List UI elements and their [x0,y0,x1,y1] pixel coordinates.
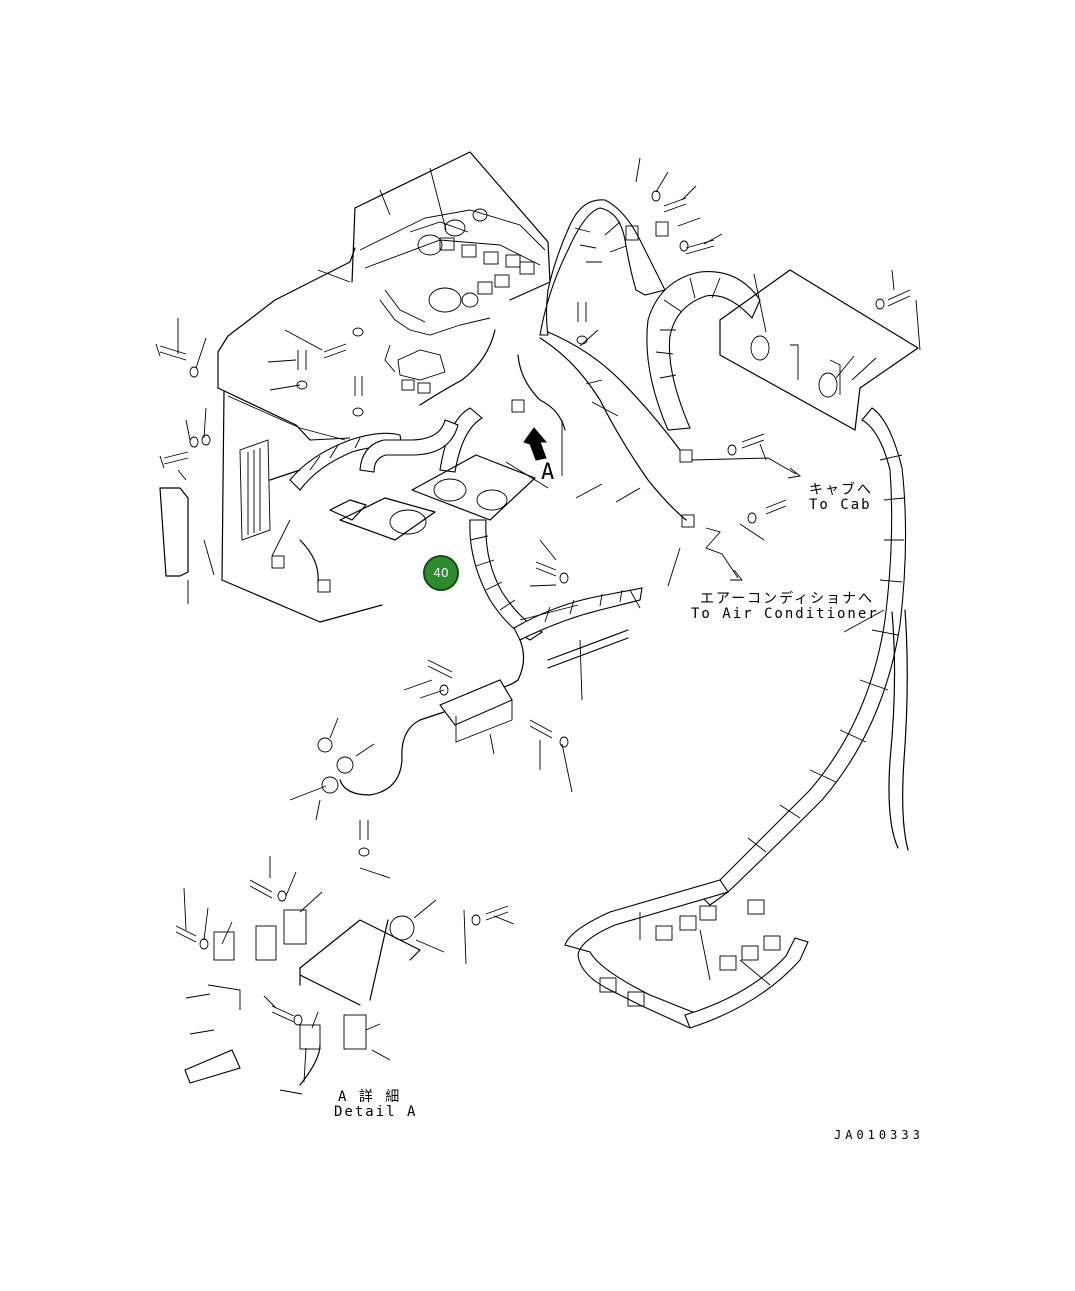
bolt-icon [155,343,187,361]
washer-icon [358,847,370,857]
washer-icon [559,572,569,584]
destination-arrows [691,457,802,581]
control-box [351,151,551,394]
bolt-icon [887,289,911,307]
bolt-icon [685,239,715,255]
bottom-harness [564,879,809,1029]
leader-lines [177,157,921,1095]
bolt-icon [485,905,509,921]
bolt-icon [359,820,369,840]
bolt-icon [741,433,765,449]
to-ac-label-en: To Air Conditioner [691,606,879,622]
washer-icon [651,190,661,202]
washer-icon [576,335,588,345]
bolt-icon [159,451,189,469]
detail-a-label-en: Detail A [334,1104,418,1120]
bolt-icon [577,302,587,322]
washer-icon [189,366,199,378]
washer-icon [727,444,737,456]
bolt-icon [765,499,787,515]
to-cab-label-en: To Cab [809,497,872,513]
bolt-icon [529,719,553,739]
connector-icon [679,449,693,463]
to-cab-label-jp: キャブへ [809,482,873,498]
main-harness [289,199,909,906]
connector-icon [655,221,669,237]
view-a-label: A [541,460,557,485]
washer-icon [293,1014,303,1026]
washer-icon [352,407,364,417]
connector-icon [681,514,695,528]
bolt-icon [297,350,307,370]
washer-icon [201,434,211,446]
cab-bracket [719,269,919,431]
lower-left-assembly [159,439,331,593]
detail-a-group [184,909,421,1086]
washer-icon [471,914,481,926]
connector-icon [511,399,525,413]
washer-icon [296,380,308,390]
bolt-icon [249,879,273,899]
washer-icon [679,240,689,252]
part-40-label: 40 [433,566,449,580]
view-direction-arrow-icon [523,427,548,461]
machine-body [217,247,383,623]
to-ac-label-jp: エアーコンディショナへ [700,591,875,607]
washer-icon [747,512,757,524]
washer-icon [875,298,885,310]
mid-harness [317,629,629,796]
washer-icon [189,436,199,448]
drawing-number: JA010333 [834,1128,924,1142]
bolt-icon [271,1005,295,1023]
washer-icon [277,890,287,902]
bolt-icon [175,925,197,943]
washer-icon [559,736,569,748]
connector-icon [625,225,639,241]
detail-a-label-jp: A 詳 細 [338,1089,402,1105]
bolt-icon [427,659,453,679]
fasteners [155,190,911,1026]
bolt-icon [323,343,347,359]
washer-icon [439,684,449,696]
washer-icon [199,938,209,950]
part-40-hotspot[interactable]: 40 [423,555,459,591]
bolt-icon [663,197,687,213]
bolt-icon [535,561,557,577]
washer-icon [352,327,364,337]
bolt-icon [354,376,363,396]
floor-plate [329,454,536,541]
